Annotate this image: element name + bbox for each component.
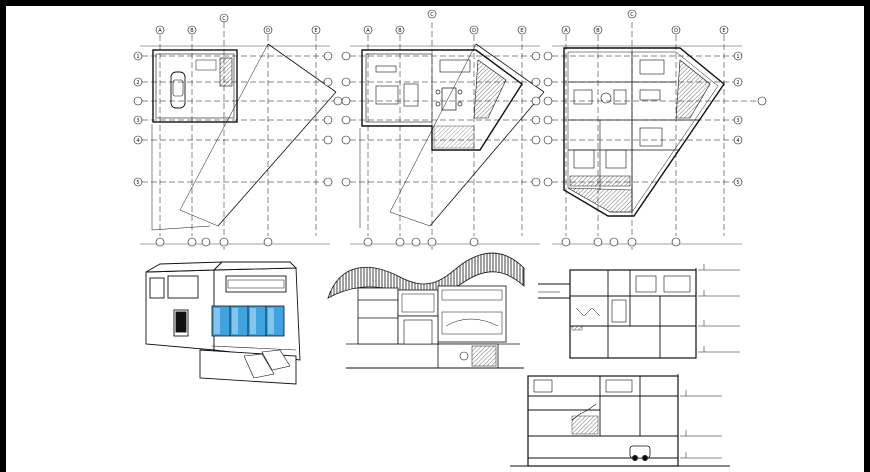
plan1-bubble-d: D <box>266 28 270 34</box>
plan2-bubble-c: C <box>430 12 434 18</box>
section-b-level-markers <box>680 390 722 459</box>
plan3-bubble-4: 4 <box>736 138 739 144</box>
plan1-bubble-3: 3 <box>136 118 139 124</box>
3d-view <box>145 261 301 385</box>
plan3-bubble-c: C <box>630 12 634 18</box>
plan2-bubble-e: E <box>520 28 523 34</box>
plan2-bubble-b: B <box>398 28 402 34</box>
section-a-level-markers <box>538 264 740 353</box>
plan2-bubble-d: D <box>472 28 476 34</box>
first-floor-plan <box>350 22 545 250</box>
plan3-bubble-3: 3 <box>736 118 739 124</box>
section-b <box>510 374 730 467</box>
plan2-grid-bubbles-other <box>341 51 541 247</box>
plan3-bubble-b: B <box>596 28 600 34</box>
section-a <box>538 264 740 359</box>
plan3-bubble-5: 5 <box>736 180 739 186</box>
plan3-bubble-e: E <box>722 28 725 34</box>
plan3-bubble-a: A <box>564 28 568 34</box>
plan1-grid-bubbles-top: A B C D E <box>155 13 321 35</box>
plan1-bubble-1: 1 <box>136 54 139 60</box>
plan2-grid-bubbles-top: A B C D E <box>363 9 527 35</box>
plan1-bubble-a: A <box>158 28 162 34</box>
plan3-bubble-d: D <box>674 28 678 34</box>
plan1-grid-bubbles-right <box>323 51 343 187</box>
plan1-bubble-2: 2 <box>136 80 139 86</box>
section-b-car <box>629 445 651 461</box>
plan1-grid-horizontal <box>142 55 344 183</box>
front-elevation <box>327 252 525 369</box>
plan1-bubble-b: B <box>190 28 194 34</box>
3d-view-glazing <box>211 305 285 337</box>
plan1-bubble-5: 5 <box>136 180 139 186</box>
plan2-bubble-a: A <box>366 28 370 34</box>
plan1-bubble-4: 4 <box>136 138 139 144</box>
plan1-grid-bubbles-bottom <box>155 237 273 247</box>
plan3-grid-bubbles-top: A B C D E <box>561 9 729 35</box>
plan1-bubble-e: E <box>314 28 317 34</box>
plan3-bubble-2: 2 <box>736 80 739 86</box>
ground-floor-plan <box>140 22 344 250</box>
plan3-grid-bubbles-other: 1 2 3 4 5 <box>543 51 767 247</box>
plan3-bubble-1: 1 <box>736 54 739 60</box>
plan1-grid-bubbles-left: 1 2 3 4 5 <box>133 51 143 187</box>
second-floor-plan <box>552 22 760 250</box>
plan1-bubble-c: C <box>222 16 226 22</box>
